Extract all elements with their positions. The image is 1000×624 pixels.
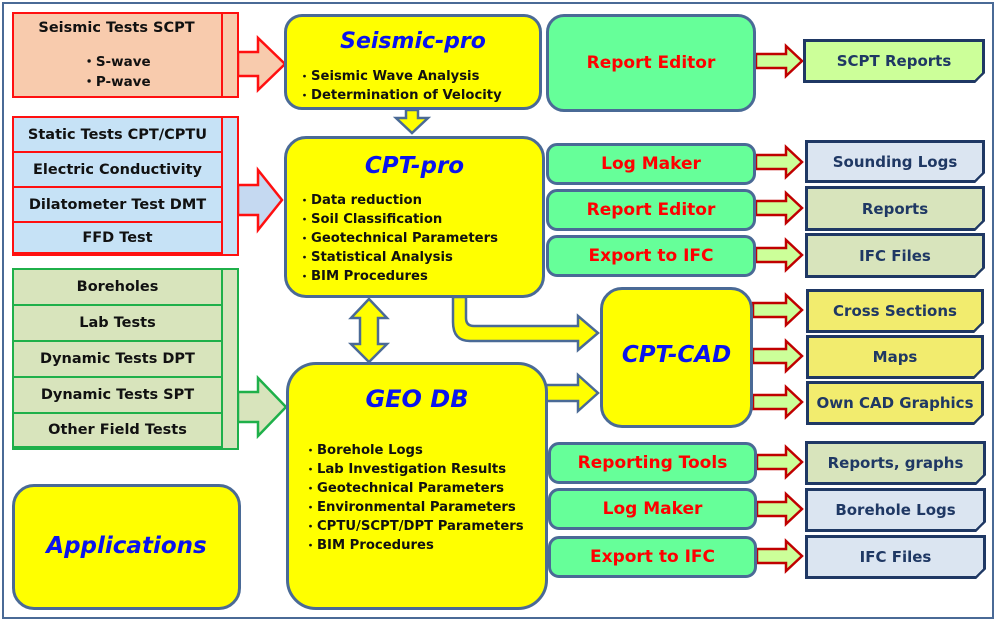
app-title: Seismic-pro xyxy=(340,29,486,54)
output-cross-sections: Cross Sections xyxy=(806,289,984,333)
seismic-tests-title: Seismic Tests SCPT xyxy=(38,20,195,36)
app-feature: Data reduction xyxy=(299,191,498,210)
app-feature: BIM Procedures xyxy=(299,267,498,286)
tool-reporting-tools[interactable]: Reporting Tools xyxy=(548,442,757,484)
output-reports-graphs: Reports, graphs xyxy=(805,441,986,485)
seismic-item-label: P-wave xyxy=(95,74,151,90)
app-feature: Seismic Wave Analysis xyxy=(299,67,502,86)
app-cpt-cad[interactable]: CPT-CAD xyxy=(600,287,753,428)
app-feature-list: Seismic Wave Analysis Determination of V… xyxy=(299,67,502,105)
input-item: Electric Conductivity xyxy=(14,153,221,188)
input-item: Dilatometer Test DMT xyxy=(14,188,221,223)
tool-export-ifc-geo[interactable]: Export to IFC xyxy=(548,536,757,578)
app-geo-db[interactable]: GEO DB Borehole Logs Lab Investigation R… xyxy=(286,362,548,610)
applications-legend: Applications xyxy=(12,484,241,610)
seismic-item: ・P-wave xyxy=(82,74,151,90)
app-seismic-pro[interactable]: Seismic-pro Seismic Wave Analysis Determ… xyxy=(284,14,542,110)
output-ifc-files-cpt: IFC Files xyxy=(805,233,985,278)
output-sounding-logs: Sounding Logs xyxy=(805,140,985,183)
input-item: Lab Tests xyxy=(14,306,221,342)
app-title: GEO DB xyxy=(365,385,469,413)
tool-log-maker-cpt[interactable]: Log Maker xyxy=(546,143,756,185)
app-feature-list: Borehole Logs Lab Investigation Results … xyxy=(305,441,524,555)
input-item: Dynamic Tests DPT xyxy=(14,342,221,378)
app-feature: CPTU/SCPT/DPT Parameters xyxy=(305,517,524,536)
seismic-item: ・S-wave xyxy=(82,54,151,70)
app-title: CPT-pro xyxy=(364,153,465,179)
input-group-geo: Boreholes Lab Tests Dynamic Tests DPT Dy… xyxy=(12,268,239,450)
app-feature: Determination of Velocity xyxy=(299,86,502,105)
app-feature: Environmental Parameters xyxy=(305,498,524,517)
group-tab xyxy=(221,270,237,448)
input-item: FFD Test xyxy=(14,223,221,254)
group-tab xyxy=(221,118,237,254)
output-ifc-files-geo: IFC Files xyxy=(805,535,986,579)
input-item: Static Tests CPT/CPTU xyxy=(14,118,221,153)
input-item: Other Field Tests xyxy=(14,414,221,448)
tool-export-ifc-cpt[interactable]: Export to IFC xyxy=(546,235,756,277)
input-group-seismic: Seismic Tests SCPT ・S-wave ・P-wave xyxy=(12,12,239,98)
app-cpt-pro[interactable]: CPT-pro Data reduction Soil Classificati… xyxy=(284,136,545,298)
app-feature: Lab Investigation Results xyxy=(305,460,524,479)
tool-report-editor-seismic[interactable]: Report Editor xyxy=(546,14,756,112)
applications-title: Applications xyxy=(46,533,207,559)
app-feature-list: Data reduction Soil Classification Geote… xyxy=(299,191,498,286)
app-feature: Geotechnical Parameters xyxy=(299,229,498,248)
seismic-item-label: S-wave xyxy=(95,54,151,70)
app-feature: Soil Classification xyxy=(299,210,498,229)
tool-report-editor-cpt[interactable]: Report Editor xyxy=(546,189,756,231)
tool-log-maker-geo[interactable]: Log Maker xyxy=(548,488,757,530)
group-tab xyxy=(221,14,237,96)
app-feature: Borehole Logs xyxy=(305,441,524,460)
input-item: Dynamic Tests SPT xyxy=(14,378,221,414)
app-title: CPT-CAD xyxy=(621,342,732,368)
app-feature: Statistical Analysis xyxy=(299,248,498,267)
output-reports: Reports xyxy=(805,186,985,231)
input-group-static: Static Tests CPT/CPTU Electric Conductiv… xyxy=(12,116,239,256)
output-borehole-logs: Borehole Logs xyxy=(805,488,986,532)
output-own-cad-graphics: Own CAD Graphics xyxy=(806,381,984,425)
app-feature: BIM Procedures xyxy=(305,536,524,555)
input-item: Boreholes xyxy=(14,270,221,306)
output-maps: Maps xyxy=(806,335,984,379)
app-feature: Geotechnical Parameters xyxy=(305,479,524,498)
output-scpt-reports: SCPT Reports xyxy=(803,39,985,83)
